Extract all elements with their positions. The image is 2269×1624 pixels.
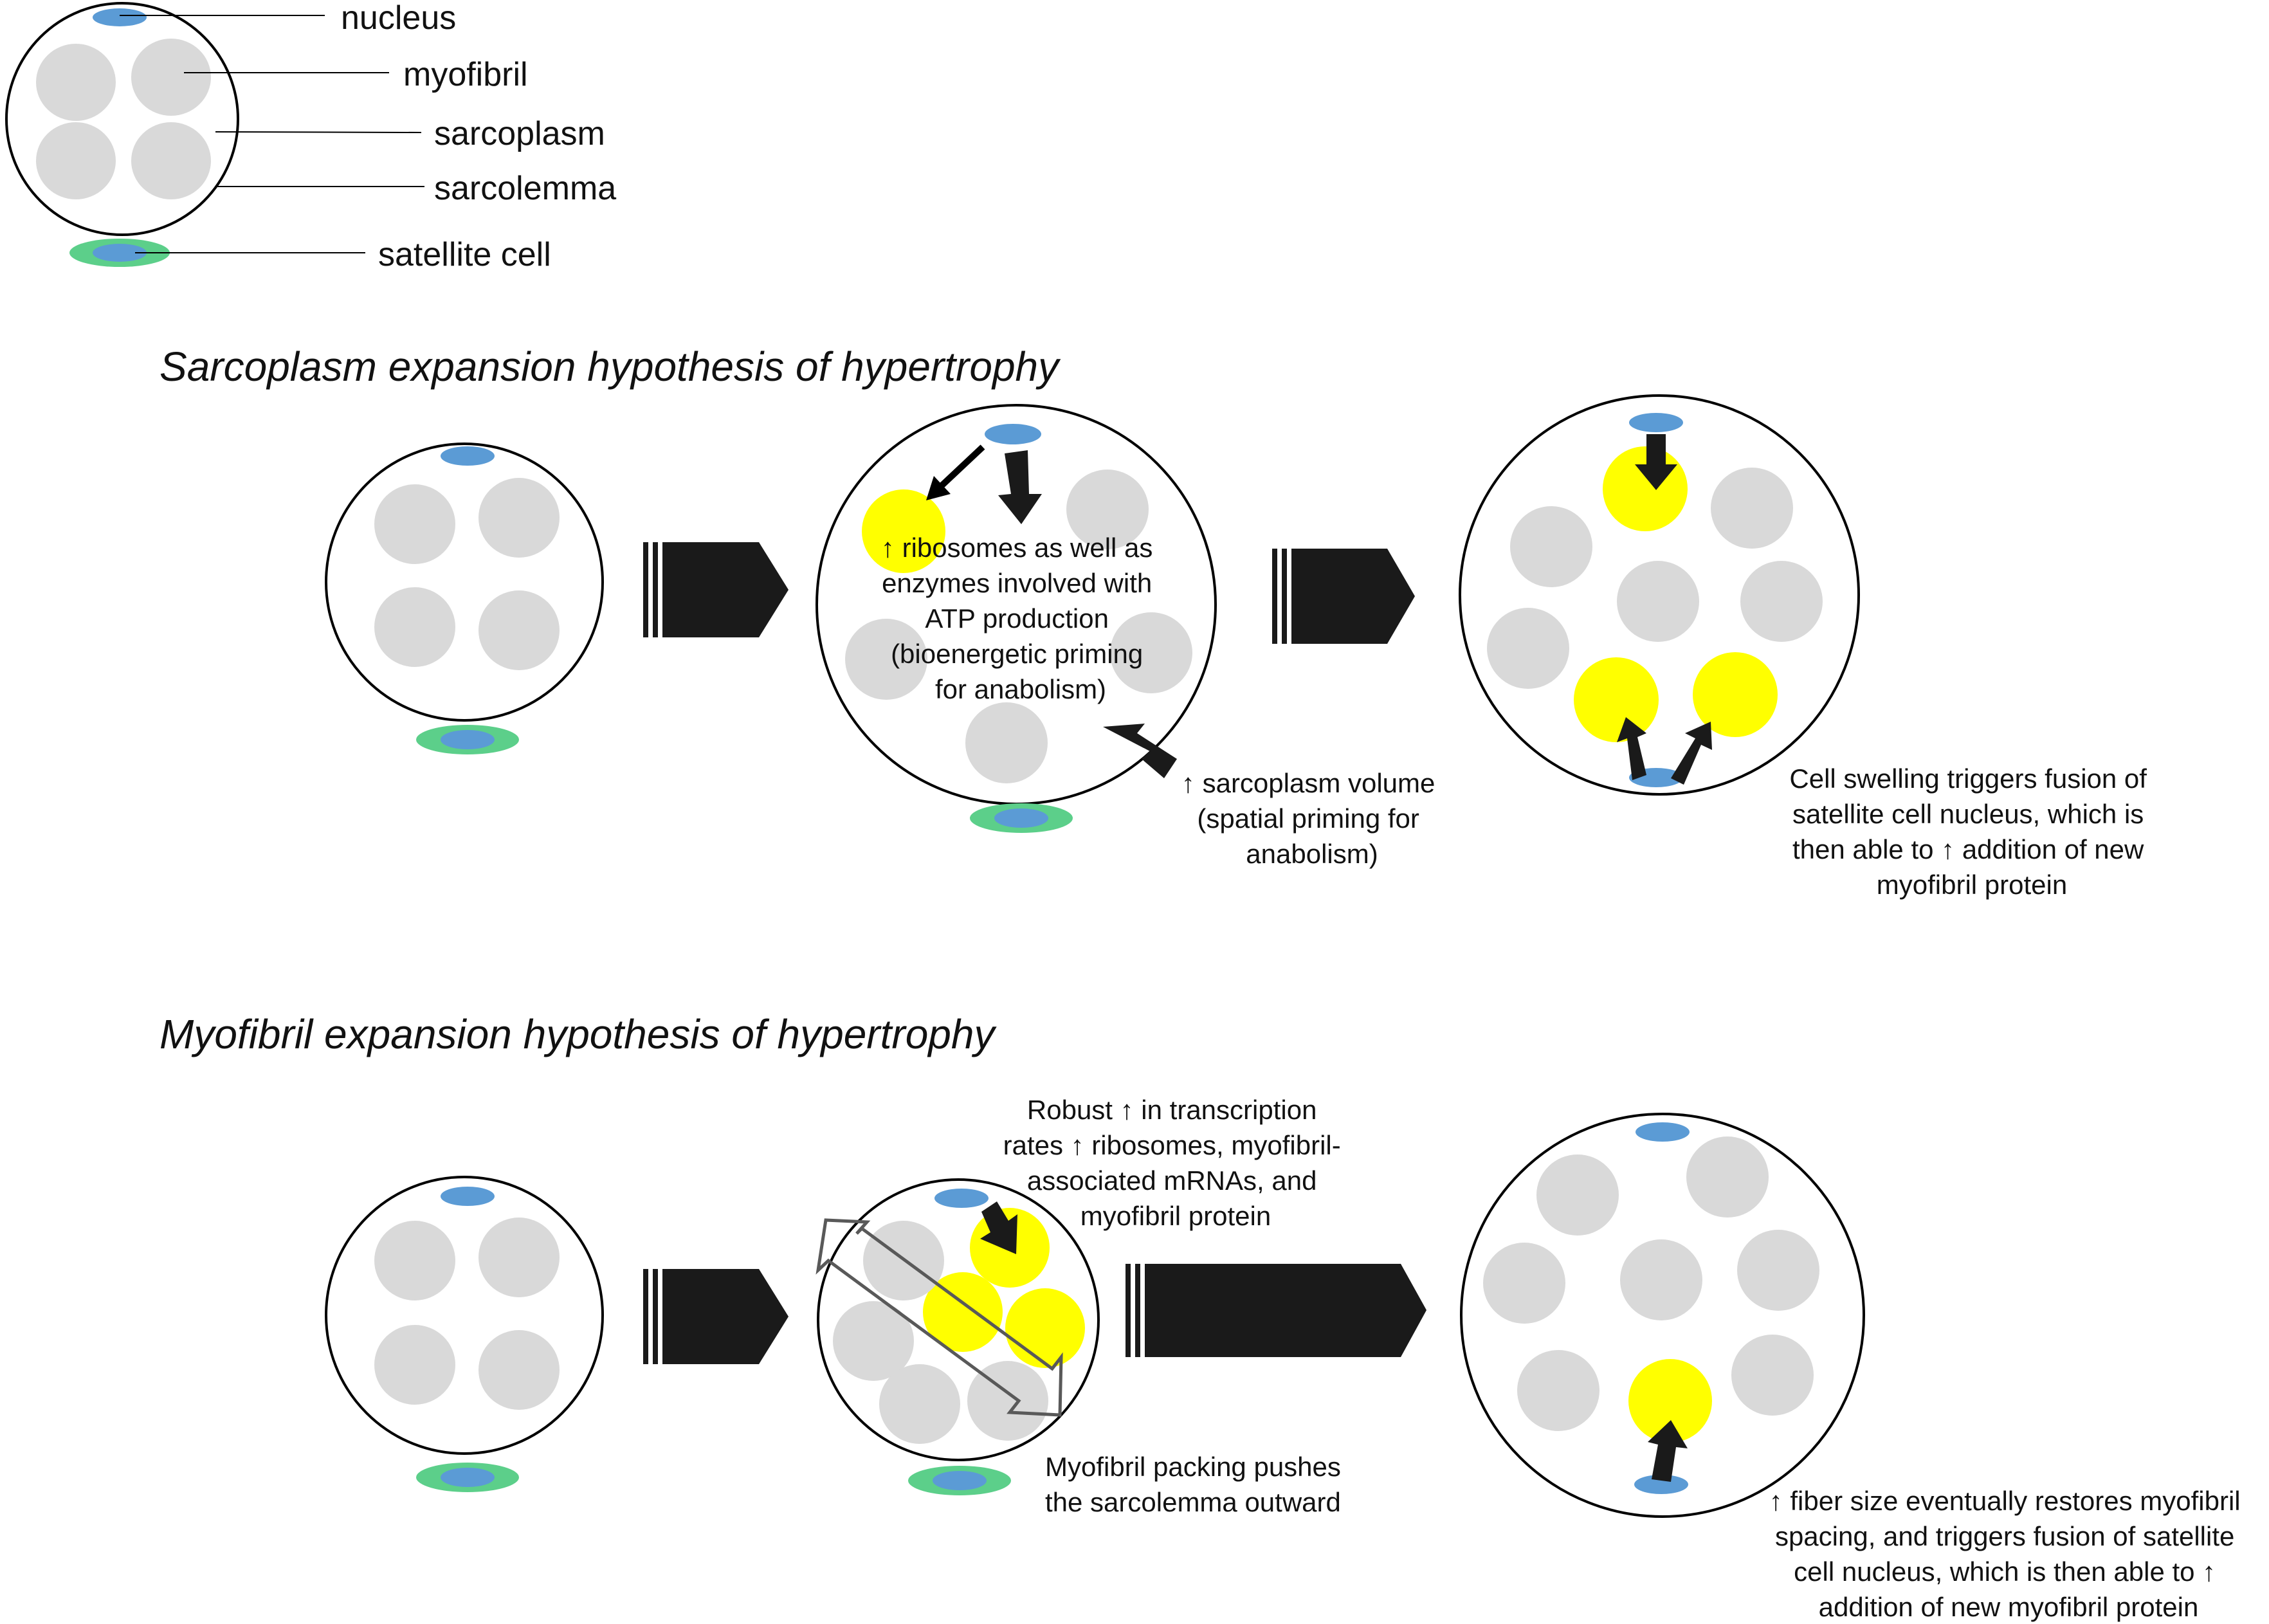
legend-fiber-outline <box>5 2 239 236</box>
fusion-arrow <box>1617 717 1646 780</box>
fiber-sarcoplasm-expanded: ↑ ribosomes as well as enzymes involved … <box>816 404 1217 833</box>
fiber-outline <box>325 1176 604 1455</box>
fiber-restored-spacing <box>1460 1113 1865 1518</box>
new-ribosome-cluster <box>862 489 945 573</box>
myofibril-section: Myofibril expansion hypothesis of hypert… <box>159 1011 2248 1622</box>
new-protein <box>1005 1288 1085 1368</box>
new-protein <box>923 1272 1003 1352</box>
fiber-outline <box>325 442 604 722</box>
myofibril <box>374 587 455 667</box>
transcription-note: Robust ↑ in transcription rates ↑ riboso… <box>1003 1095 1349 1231</box>
outward-push-arrow <box>816 1218 1063 1417</box>
ribosome-note: ↑ ribosomes as well as enzymes involved … <box>881 533 1160 704</box>
myofibril <box>478 590 560 670</box>
myofibril-label: myofibril <box>403 56 528 93</box>
satellite-cell-label: satellite cell <box>378 236 551 273</box>
myofibril <box>833 1301 914 1381</box>
legend-satellite-nucleus <box>93 244 147 262</box>
myofibril <box>879 1364 960 1444</box>
legend-nucleus <box>93 8 147 26</box>
progression-arrow <box>643 542 788 637</box>
myofibril <box>478 1330 560 1410</box>
packing-note: Myofibril packing pushes the sarcolemma … <box>1045 1452 1349 1517</box>
signal-arrow-head <box>926 476 951 500</box>
myofibril <box>1510 506 1592 587</box>
swelling-fusion-note: Cell swelling triggers fusion of satelli… <box>1789 763 2154 900</box>
sarcolemma-label: sarcolemma <box>434 170 616 207</box>
nucleus <box>985 424 1041 444</box>
fiber-baseline <box>325 1176 604 1492</box>
nucleus <box>1629 413 1683 432</box>
nucleus <box>441 446 495 466</box>
new-protein <box>1603 446 1688 531</box>
nucleus-arrow <box>1635 434 1677 490</box>
signal-arrow <box>938 444 985 489</box>
satellite-nucleus <box>994 808 1048 828</box>
myofibril <box>1066 470 1149 549</box>
myofibril <box>1487 608 1569 689</box>
myofibril <box>1536 1154 1619 1236</box>
nucleus <box>934 1189 989 1208</box>
satellite-nucleus <box>1634 1475 1688 1494</box>
myofibril <box>1110 612 1192 693</box>
myofibril <box>965 702 1048 783</box>
myofibril-section-title: Myofibril expansion hypothesis of hypert… <box>159 1011 997 1057</box>
legend: nucleus myofibril sarcoplasm sarcolemma … <box>5 0 616 273</box>
nucleus <box>441 1187 495 1206</box>
myofibril <box>1711 468 1793 549</box>
satellite-nucleus <box>441 1468 495 1487</box>
myofibril <box>374 1221 455 1300</box>
fusion-arrow <box>1648 1420 1688 1482</box>
fiber-myofibril-packed <box>816 1178 1100 1495</box>
myofibril <box>1686 1136 1769 1218</box>
myofibril <box>1740 561 1823 642</box>
legend-myofibril <box>36 44 116 121</box>
myofibril <box>478 1218 560 1297</box>
myofibril <box>1620 1239 1702 1320</box>
fiber-swelling-fusion <box>1459 394 1860 796</box>
sarcoplasm-section-title: Sarcoplasm expansion hypothesis of hyper… <box>159 343 1061 390</box>
fiber-baseline <box>325 442 604 754</box>
fusion-arrow <box>1671 722 1712 785</box>
sarcoplasm-volume-note: ↑ sarcoplasm volume (spatial priming for… <box>1181 768 1443 869</box>
transcription-arrow <box>980 1201 1017 1254</box>
new-protein <box>1693 652 1778 737</box>
sarcoplasm-section: Sarcoplasm expansion hypothesis of hyper… <box>159 343 2154 900</box>
progression-arrow <box>1272 549 1415 644</box>
legend-myofibril <box>131 39 211 116</box>
legend-myofibril <box>36 122 116 199</box>
myofibril <box>1737 1230 1819 1311</box>
legend-myofibril <box>131 122 211 199</box>
myofibril <box>1483 1243 1565 1324</box>
myofibril <box>1617 561 1699 642</box>
progression-arrow <box>1125 1264 1426 1357</box>
volume-arrow <box>1103 724 1177 778</box>
nucleus-label: nucleus <box>341 0 456 37</box>
myofibril <box>1731 1335 1814 1416</box>
myofibril <box>967 1361 1048 1441</box>
myofibril <box>845 619 927 700</box>
myofibril <box>478 478 560 558</box>
new-protein <box>1628 1359 1712 1443</box>
myofibril <box>374 1325 455 1405</box>
satellite-nucleus <box>933 1471 987 1490</box>
ribosome-arrow <box>998 450 1042 524</box>
progression-arrow <box>643 1269 788 1364</box>
satellite-nucleus <box>441 730 495 749</box>
myofibril <box>1517 1350 1599 1431</box>
new-protein <box>1574 657 1659 742</box>
sarcoplasm-label: sarcoplasm <box>434 115 605 152</box>
restored-spacing-note: ↑ fiber size eventually restores myofibr… <box>1769 1486 2248 1622</box>
myofibril <box>374 484 455 564</box>
nucleus <box>1636 1122 1690 1142</box>
